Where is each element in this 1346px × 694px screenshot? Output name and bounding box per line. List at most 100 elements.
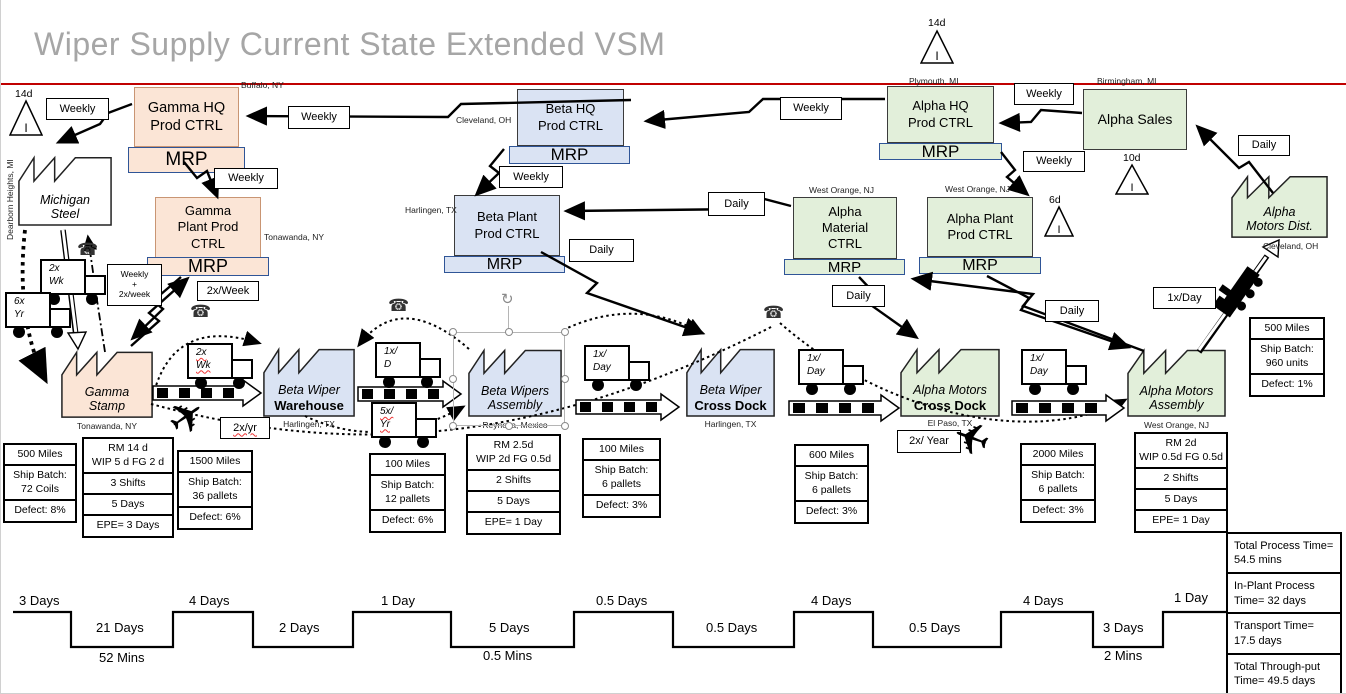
freq-daily-material-betaplant[interactable]: Daily xyxy=(708,192,765,216)
box-alpha-sales[interactable]: Alpha Sales xyxy=(1083,89,1187,150)
truck-freq-label: 1x/ D xyxy=(375,342,421,378)
loc-gamma-stamp: Tonawanda, NY xyxy=(76,421,137,431)
truck-5xyr[interactable]: 5x/ Yr xyxy=(371,402,443,450)
databox-alpha-assembly[interactable]: RM 2d WIP 0.5d FG 0.5d 2 Shifts 5 Days E… xyxy=(1134,432,1228,534)
box-beta-hq[interactable]: Beta HQ Prod CTRL xyxy=(517,89,624,146)
inventory-triangle-plymouth[interactable]: I xyxy=(919,29,955,65)
truck-cab-icon xyxy=(842,365,864,385)
selection-handle[interactable] xyxy=(449,328,457,336)
rotate-handle-icon[interactable]: ↻ xyxy=(501,291,514,308)
truck-cab-icon xyxy=(49,308,71,328)
selection-handle[interactable] xyxy=(505,422,513,430)
mrp-gamma-plant[interactable]: MRP xyxy=(147,256,269,276)
timeline-label: 0.5 Days xyxy=(706,620,758,635)
inventory-triangle-plant[interactable]: I xyxy=(1043,205,1075,238)
timeline-label: 2 Mins xyxy=(1104,648,1143,663)
train-icon xyxy=(1212,266,1263,318)
wheel-icon xyxy=(379,436,391,448)
mrp-alpha-material[interactable]: MRP xyxy=(784,259,905,276)
box-alpha-material[interactable]: Alpha Material CTRL xyxy=(793,197,897,259)
truck-warehouse-assembly-1xd[interactable]: 1x/ D xyxy=(375,342,447,390)
wheel-icon xyxy=(48,293,60,305)
inventory-triangle-sales[interactable]: I xyxy=(1114,163,1150,196)
loc-alpha-plant: West Orange, NJ xyxy=(945,184,1011,194)
truck-cab-icon xyxy=(84,275,106,295)
svg-text:I: I xyxy=(935,49,938,63)
timeline-label: 1 Day xyxy=(1174,590,1208,605)
truck-6xyr[interactable]: 6x Yr xyxy=(5,292,77,340)
phone-icon: ☎ xyxy=(190,302,212,321)
comm-assembly-betacrossdock xyxy=(562,312,705,335)
databox-beta-assembly[interactable]: RM 2.5d WIP 2d FG 0.5d 2 Shifts 5 Days E… xyxy=(466,434,561,536)
selection-handle[interactable] xyxy=(561,375,569,383)
databox-gamma-stamp[interactable]: RM 14 d WIP 5 d FG 2 d 3 Shifts 5 Days E… xyxy=(82,437,174,539)
databox-alphacd-assembly-ship[interactable]: 2000 Miles Ship Batch: 6 pallets Defect:… xyxy=(1020,443,1096,523)
freq-daily-material-down[interactable]: Daily xyxy=(832,285,885,307)
truck-freq-label: 1x/ Day xyxy=(798,349,844,385)
box-alpha-hq[interactable]: Alpha HQ Prod CTRL xyxy=(887,86,994,143)
box-gamma-plant[interactable]: Gamma Plant Prod CTRL xyxy=(155,197,261,258)
freq-weekly-michigan[interactable]: Weekly xyxy=(46,98,109,120)
box-beta-plant[interactable]: Beta Plant Prod CTRL xyxy=(454,195,560,256)
loc-alpha-dist: Cleveland, OH xyxy=(1263,241,1319,251)
databox-michigan-ship[interactable]: 500 Miles Ship Batch: 72 Coils Defect: 8… xyxy=(3,443,77,523)
info-arrow-alphasales-to-alphahq xyxy=(998,108,1083,132)
freq-weekly-alphahq-betahq[interactable]: Weekly xyxy=(780,97,842,120)
mrp-beta-hq[interactable]: MRP xyxy=(509,145,630,164)
freq-weekly-alphaplant[interactable]: Weekly xyxy=(1023,151,1085,172)
wheel-icon xyxy=(51,326,63,338)
loc-gamma-plant: Tonawanda, NY xyxy=(264,232,325,242)
databox-assembly-betacd-ship[interactable]: 100 Miles Ship Batch: 6 pallets Defect: … xyxy=(582,438,661,518)
freq-weekly-gammaplant[interactable]: Weekly xyxy=(214,168,278,189)
box-alpha-plant[interactable]: Alpha Plant Prod CTRL xyxy=(927,197,1033,257)
mrp-alpha-hq[interactable]: MRP xyxy=(879,142,1002,161)
truck-stamp-warehouse-2xwk[interactable]: 2x Wk xyxy=(187,343,259,391)
selection-handle[interactable] xyxy=(449,375,457,383)
box-gamma-hq[interactable]: Gamma HQ Prod CTRL xyxy=(134,87,239,147)
inventory-triangle-michigan[interactable]: I xyxy=(8,99,44,137)
truck-alphacd-assembly-1xday[interactable]: 1x/ Day xyxy=(1021,349,1093,397)
selection-handle[interactable] xyxy=(561,328,569,336)
freq-weekly-betaplant[interactable]: Weekly xyxy=(499,166,563,188)
selection-handle[interactable] xyxy=(561,422,569,430)
timeline-label: 0.5 Mins xyxy=(483,648,533,663)
svg-text:I: I xyxy=(1130,182,1133,194)
freq-weekly-sales-alphahq[interactable]: Weekly xyxy=(1014,83,1074,105)
truck-cab-icon xyxy=(415,418,437,438)
mrp-beta-plant[interactable]: MRP xyxy=(444,256,565,273)
freq-weekly-betahq-gammahq[interactable]: Weekly xyxy=(288,106,350,129)
databox-stamp-warehouse-ship[interactable]: 1500 Miles Ship Batch: 36 pallets Defect… xyxy=(177,450,253,530)
truck-freq-label: 2x Wk xyxy=(187,343,233,379)
databox-warehouse-assembly-ship[interactable]: 100 Miles Ship Batch: 12 pallets Defect:… xyxy=(369,453,446,533)
push-arrow-betacrossdock-alphacrossdock xyxy=(788,393,901,423)
loc-alpha-sales: Birmingham, MI xyxy=(1097,76,1157,86)
freq-2xyear-air[interactable]: 2x/ Year xyxy=(897,430,961,453)
mrp-alpha-plant[interactable]: MRP xyxy=(919,257,1041,274)
freq-1xday-rail[interactable]: 1x/Day xyxy=(1153,287,1216,309)
freq-daily-alphaplant-assembly[interactable]: Daily xyxy=(1045,300,1099,322)
wheel-icon xyxy=(592,379,604,391)
truck-betacd-alphacd-1xday[interactable]: 1x/ Day xyxy=(798,349,870,397)
loc-beta-plant: Harlingen, TX xyxy=(405,205,457,215)
freq-2xweek[interactable]: 2x/Week xyxy=(197,281,259,301)
databox-betacd-alphacd-ship[interactable]: 600 Miles Ship Batch: 6 pallets Defect: … xyxy=(794,444,869,524)
rotate-handle-stem xyxy=(508,306,509,332)
databox-assembly-dist-ship[interactable]: 500 Miles Ship Batch: 960 units Defect: … xyxy=(1249,317,1325,397)
selection-handle[interactable] xyxy=(505,328,513,336)
totals-box[interactable]: Total Process Time= 54.5 mins In-Plant P… xyxy=(1226,532,1342,693)
truck-cab-icon xyxy=(231,359,253,379)
truck-assembly-crossdock-1xday[interactable]: 1x/ Day xyxy=(584,345,656,393)
freq-daily-betaplant-down[interactable]: Daily xyxy=(569,239,634,262)
freq-weekly-plus-2xweek[interactable]: Weekly + 2x/week xyxy=(107,264,162,306)
freq-daily-dist-sales[interactable]: Daily xyxy=(1238,135,1290,156)
freq-2xyr-air[interactable]: 2x/yr xyxy=(220,417,270,439)
title-divider xyxy=(1,83,1346,85)
selection-handle[interactable] xyxy=(449,422,457,430)
